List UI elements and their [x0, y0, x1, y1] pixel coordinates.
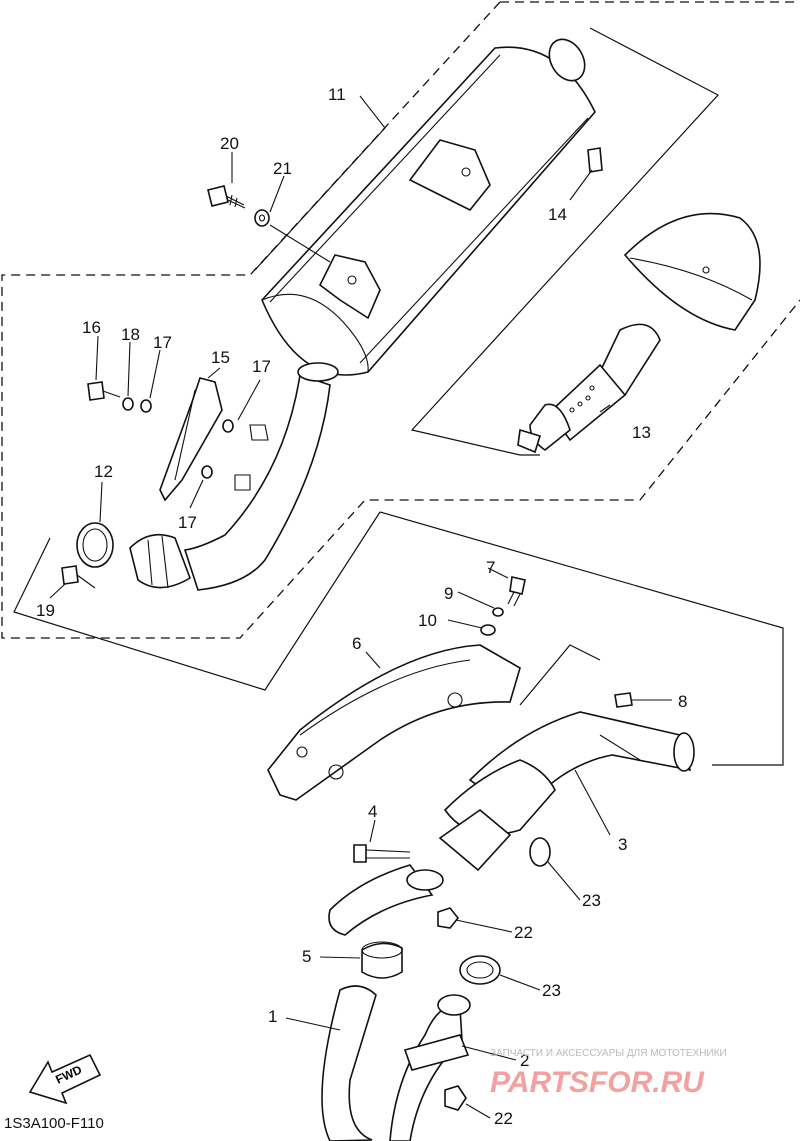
callout-12: 12	[94, 462, 113, 481]
watermark-brand: PARTSFOR.RU	[490, 1066, 705, 1099]
callout-3: 3	[618, 835, 627, 854]
tailpipe-box-outline	[410, 27, 719, 456]
watermark: ЗАПЧАСТИ И АКСЕССУАРЫ ДЛЯ МОТОТЕХНИКИ PA…	[490, 1048, 727, 1099]
heat-plate-15	[159, 377, 223, 502]
spark-arrester-insert	[517, 323, 661, 454]
callout-21: 21	[273, 159, 292, 178]
callout-23a: 23	[582, 891, 601, 910]
callout-19: 19	[36, 601, 55, 620]
bolt-19	[61, 565, 96, 589]
watermark-tagline: ЗАПЧАСТИ И АКСЕССУАРЫ ДЛЯ МОТОТЕХНИКИ	[490, 1048, 727, 1059]
nut-22-lower	[444, 1085, 467, 1111]
washer-21	[254, 209, 270, 227]
washer-9	[492, 607, 504, 617]
callout-4: 4	[368, 802, 377, 821]
callout-10: 10	[418, 611, 437, 630]
gasket-23-upper	[529, 837, 551, 867]
callout-9: 9	[444, 584, 453, 603]
callout-17b: 17	[252, 357, 271, 376]
callout-13: 13	[632, 423, 651, 442]
callout-22b: 22	[494, 1109, 513, 1128]
plate-bracket-tabs	[234, 424, 269, 491]
callout-1: 1	[268, 1007, 277, 1026]
callout-8: 8	[678, 692, 687, 711]
callout-16: 16	[82, 318, 101, 337]
muffler-box-outline	[254, 127, 386, 271]
bolt-16	[87, 381, 121, 401]
clip-8	[614, 692, 633, 708]
tailpipe-cap	[623, 212, 761, 331]
screw-14	[587, 147, 603, 173]
callout-15: 15	[211, 348, 230, 367]
callout-2: 2	[520, 1051, 529, 1070]
exhaust-protector-6	[267, 644, 521, 801]
callout-7: 7	[486, 558, 495, 577]
callout-17a: 17	[153, 333, 172, 352]
callout-5: 5	[302, 947, 311, 966]
muffler-group-outline	[1, 1, 800, 639]
callout-17c: 17	[178, 513, 197, 532]
washer-18	[122, 397, 134, 411]
callout-6: 6	[352, 634, 361, 653]
forward-arrow-icon: FWD	[28, 1053, 102, 1105]
collar-10	[480, 624, 496, 636]
callout-18: 18	[121, 325, 140, 344]
callout-20: 20	[220, 134, 239, 153]
gasket-23-lower	[459, 955, 501, 985]
exhaust-pipe-3	[328, 711, 695, 936]
callout-11: 11	[328, 85, 346, 104]
bolt-4	[353, 844, 411, 863]
callout-labels: 11 20 21 14 16 18 17 15 17 13 12 17 19 7…	[36, 85, 687, 1128]
bolt-20	[207, 185, 246, 209]
callout-14: 14	[548, 205, 567, 224]
nut-22-upper	[437, 907, 460, 929]
callout-22a: 22	[514, 923, 533, 942]
collar-5	[361, 941, 403, 979]
gasket-12	[76, 522, 114, 568]
diagram-code: 1S3A100-F110	[4, 1115, 104, 1132]
washer-17	[140, 399, 234, 479]
muffler-inlet-pipe	[129, 362, 339, 591]
leader-lines	[49, 95, 672, 1119]
bolt-7	[507, 576, 526, 607]
exhaust-pipe-1	[321, 985, 471, 1141]
muffler-body	[261, 38, 596, 376]
callout-23b: 23	[542, 981, 561, 1000]
headpipe-box-outline	[13, 511, 784, 766]
